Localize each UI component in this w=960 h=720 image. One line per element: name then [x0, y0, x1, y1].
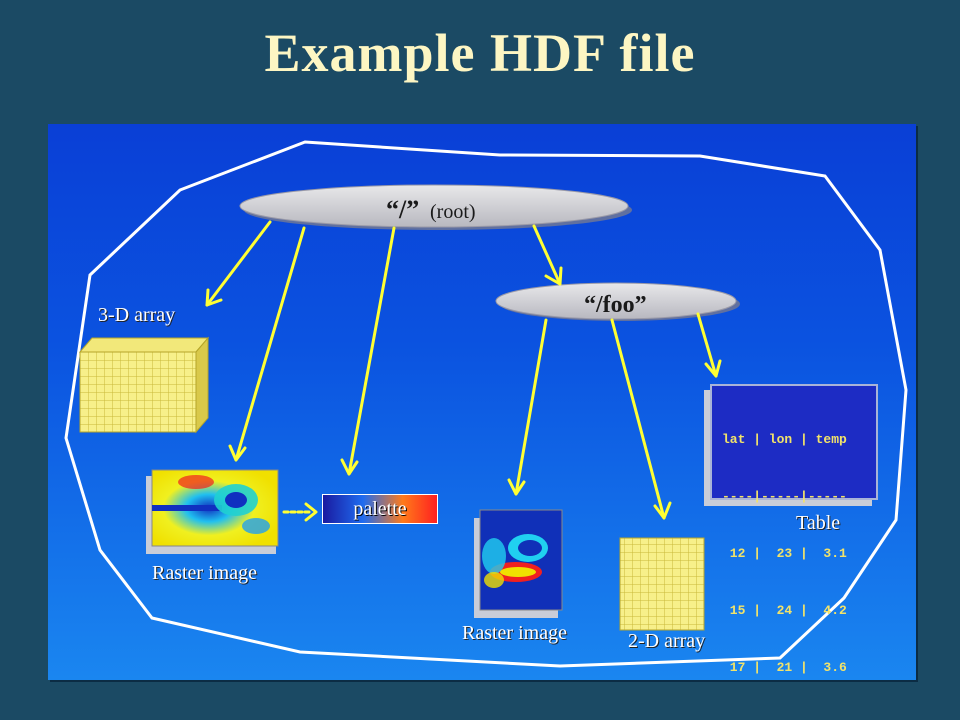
- root-group-node: [239, 184, 632, 230]
- raster-image-1-object: [146, 469, 279, 554]
- arrow-root-to-foo: [532, 224, 563, 286]
- arrow-foo-to-table: [696, 312, 722, 378]
- raster-image-2-object: [474, 509, 563, 618]
- label-3d-array: 3-D array: [98, 304, 176, 326]
- arrow-root-to-raster-image: [228, 226, 306, 462]
- arrow-root-to-3d-array: [205, 220, 272, 307]
- page-title: Example HDF file: [264, 23, 696, 83]
- arrow-foo-to-raster-image: [507, 318, 548, 496]
- root-node-note: (root): [430, 201, 476, 223]
- label-table: Table: [796, 512, 841, 534]
- table-row: 12 | 23 | 3.1: [722, 546, 847, 561]
- table-row: ----|-----|-----: [722, 489, 847, 504]
- 3d-array-object: [78, 336, 210, 434]
- 2d-array-object: [619, 537, 705, 631]
- file-outline: [64, 140, 908, 668]
- foo-group-node: [495, 282, 740, 321]
- arrow-foo-to-2d-array: [610, 318, 672, 520]
- arrow-raster-to-palette: [282, 502, 318, 522]
- label-raster-image-2: Raster image: [462, 622, 567, 644]
- table-row: 15 | 24 | 4.2: [722, 603, 847, 618]
- table-row: lat | lon | temp: [722, 432, 847, 447]
- foo-node-name: “/foo”: [584, 292, 647, 318]
- label-raster-image-1: Raster image: [152, 562, 257, 584]
- table-row: 17 | 21 | 3.6: [722, 660, 847, 675]
- palette-object: palette: [322, 494, 438, 524]
- label-2d-array: 2-D array: [628, 630, 706, 652]
- root-node-name: “/”: [386, 195, 419, 224]
- arrow-root-to-palette: [340, 226, 396, 476]
- table-object: lat | lon | temp ----|-----|----- 12 | 2…: [710, 384, 878, 675]
